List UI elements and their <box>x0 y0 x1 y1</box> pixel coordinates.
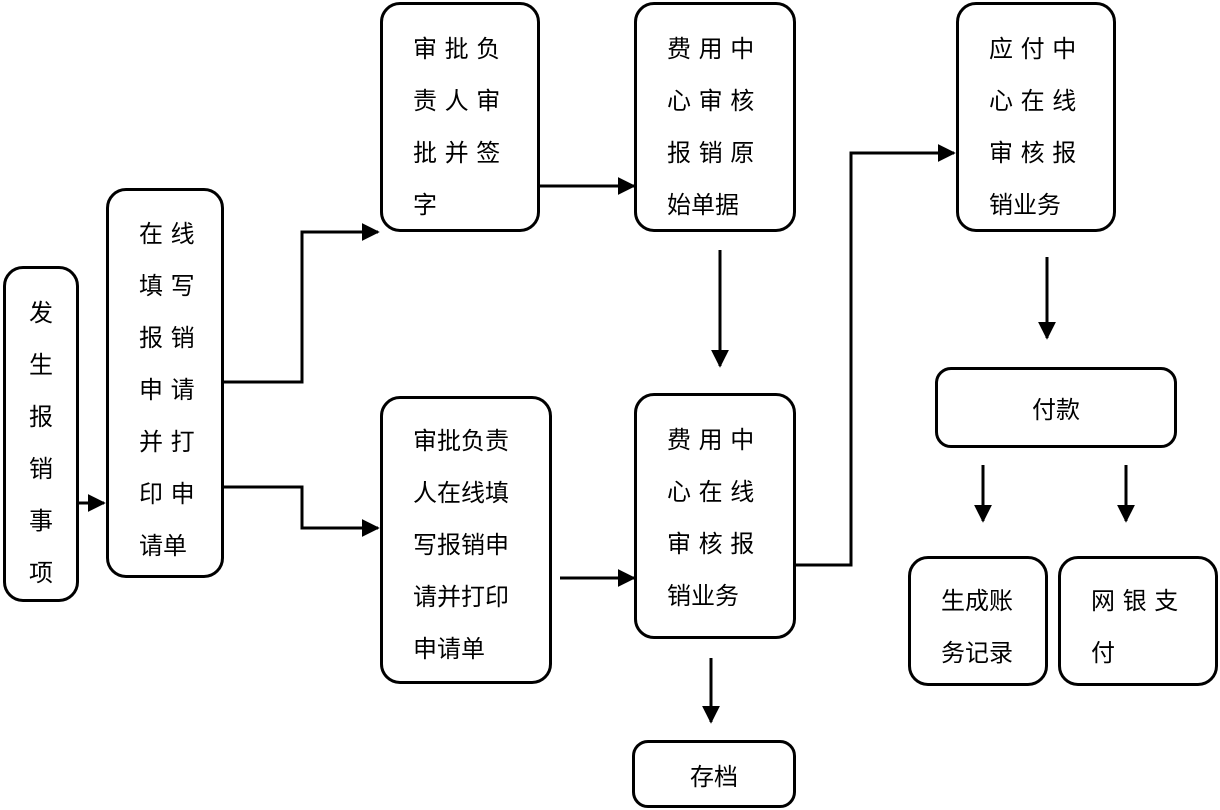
node-start-line: 销 <box>29 455 53 483</box>
node-archive-label: 存档 <box>690 762 738 791</box>
node-start-line: 项 <box>29 559 53 587</box>
node-ebank-line: 网 银 支 <box>1091 587 1179 615</box>
node-archive: 存档 <box>632 740 796 808</box>
node-payable-line: 心 在 线 <box>989 87 1077 115</box>
arrow-fill-to-approve-sign <box>224 223 380 384</box>
node-approve-sign-line: 审 批 负 <box>413 35 501 63</box>
node-start-line: 生 <box>29 351 53 379</box>
node-ledger-line: 务记录 <box>941 639 1013 667</box>
node-ledger-record: 生成账 务记录 <box>908 556 1048 686</box>
node-cost-orig-line: 心 审 核 <box>667 87 755 115</box>
node-payment: 付款 <box>935 367 1177 448</box>
arrow-fill-to-approve-online <box>224 485 380 537</box>
node-approve-online-line: 写报销申 <box>413 531 509 559</box>
node-approve-sign: 审 批 负 责 人 审 批 并 签 字 <box>380 2 540 232</box>
node-approve-online-line: 审批负责 <box>413 427 509 455</box>
node-payable-line: 应 付 中 <box>989 35 1077 63</box>
node-payable-line: 审 核 报 <box>989 139 1077 167</box>
node-approve-sign-line: 批 并 签 <box>413 139 501 167</box>
node-cost-online-line: 心 在 线 <box>667 478 755 506</box>
node-payment-label: 付款 <box>1032 396 1080 424</box>
node-payable-review: 应 付 中 心 在 线 审 核 报 销业务 <box>956 2 1116 232</box>
node-fill-line: 印 申 <box>139 480 195 508</box>
node-fill-line: 并 打 <box>139 428 195 456</box>
node-start: 发 生 报 销 事 项 <box>3 266 79 602</box>
node-fill-line: 报 销 <box>139 324 195 352</box>
node-approve-online-line: 申请单 <box>413 635 485 663</box>
node-cost-orig-line: 报 销 原 <box>667 139 755 167</box>
node-ebank-payment: 网 银 支 付 <box>1058 556 1218 686</box>
node-cost-online-review: 费 用 中 心 在 线 审 核 报 销业务 <box>634 393 796 639</box>
node-fill-line: 请单 <box>139 532 187 560</box>
node-fill-line: 填 写 <box>139 272 195 300</box>
node-start-line: 发 <box>29 299 53 327</box>
node-ledger-line: 生成账 <box>941 587 1013 615</box>
node-approve-online: 审批负责 人在线填 写报销申 请并打印 申请单 <box>380 396 552 684</box>
node-cost-orig-line: 费 用 中 <box>667 35 755 63</box>
node-cost-online-line: 审 核 报 <box>667 530 755 558</box>
node-approve-sign-line: 责 人 审 <box>413 87 501 115</box>
node-approve-sign-line: 字 <box>413 191 437 219</box>
node-ebank-line: 付 <box>1091 639 1115 667</box>
node-approve-online-line: 人在线填 <box>413 479 509 507</box>
node-cost-original-docs: 费 用 中 心 审 核 报 销 原 始单据 <box>634 2 796 232</box>
node-cost-online-line: 费 用 中 <box>667 426 755 454</box>
node-fill-online: 在 线 填 写 报 销 申 请 并 打 印 申 请单 <box>106 188 224 578</box>
arrow-cost-online-to-payable <box>796 144 956 567</box>
node-start-line: 事 <box>29 507 53 535</box>
node-cost-orig-line: 始单据 <box>667 191 739 219</box>
node-approve-online-line: 请并打印 <box>413 583 509 611</box>
node-fill-line: 申 请 <box>139 376 195 404</box>
node-fill-line: 在 线 <box>139 220 195 248</box>
node-payable-line: 销业务 <box>989 191 1061 219</box>
node-start-line: 报 <box>29 403 53 431</box>
node-cost-online-line: 销业务 <box>667 582 739 610</box>
